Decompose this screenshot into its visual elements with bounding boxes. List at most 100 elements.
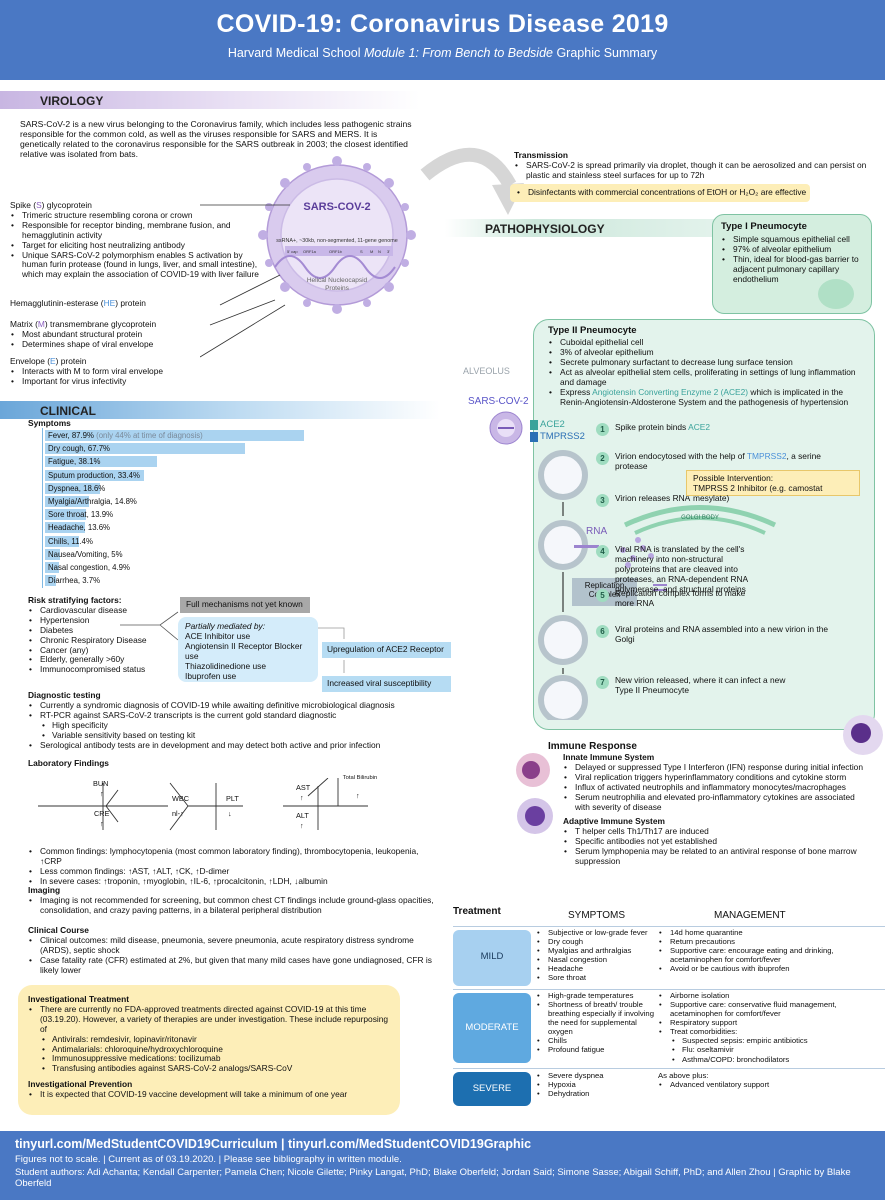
genome-part: 5' cap — [287, 249, 298, 254]
list-item: Treat comorbidities: — [658, 1027, 883, 1036]
possible-intervention-box: Possible Intervention: TMPRSS 2 Inhibito… — [686, 470, 860, 503]
list-item: Respiratory support — [658, 1018, 883, 1027]
list-item: Flu: oseltamivir — [658, 1045, 883, 1054]
partial-title: Partially mediated by: — [185, 621, 266, 631]
severe-symptoms: Severe dyspnea Hypoxia Dehydration — [536, 1071, 654, 1098]
treatment-heading: Treatment — [453, 906, 501, 917]
list-item: Target for eliciting host neutralizing a… — [10, 240, 260, 251]
list-item: Chronic Respiratory Disease — [28, 635, 178, 646]
step-number: 2 — [596, 452, 609, 465]
genome-part: ORF1b — [329, 249, 343, 254]
symptom-bar — [45, 496, 89, 507]
partial-item: Angiotensin II Receptor Blocker use — [185, 640, 303, 661]
step-number: 1 — [596, 423, 609, 436]
symptom-bar-row: Diarrhea, 3.7% — [45, 575, 375, 587]
list-item: Case fatality rate (CFR) estimated at 2%… — [28, 955, 438, 976]
symptom-label-text: Fatigue, 38.1% — [48, 457, 101, 467]
symptom-label: Nausea/Vomiting, 5% — [48, 550, 123, 559]
list-item: In severe cases: ↑troponin, ↑myoglobin, … — [28, 876, 438, 887]
list-item: Less common findings: ↑AST, ↑ALT, ↑CK, ↑… — [28, 866, 438, 877]
symptom-bar — [45, 430, 305, 441]
list-item: Immunocompromised status — [28, 664, 178, 675]
rna-label: RNA — [586, 526, 608, 537]
lab-bun: BUN — [93, 779, 109, 788]
disinfectant-text: Disinfectants with commercial concentrat… — [516, 187, 810, 198]
matrix-title: Matrix (M) transmembrane glycoprotein — [10, 319, 157, 329]
list-item: Antimalarials: chloroquine/hydroxychloro… — [28, 1044, 390, 1055]
list-item: 97% of alveolar epithelium — [721, 244, 863, 255]
immune-cells-right — [843, 715, 883, 755]
list-item: Immunosuppressive medications: tocilizum… — [28, 1054, 390, 1065]
virus-label: SARS-COV-2 — [303, 201, 370, 213]
virus-label-patho: SARS-COV-2 — [468, 396, 529, 407]
symptom-label: Headache, 13.6% — [48, 523, 110, 532]
list-item: Cardiovascular disease — [28, 605, 178, 616]
symptom-label-text: Dry cough, 67.7% — [48, 444, 110, 454]
susceptibility-box: Increased viral susceptibility — [322, 676, 451, 692]
risk-title: Risk stratifying factors: — [28, 595, 122, 605]
list-item: Serum neutrophilia and elevated pro-infl… — [563, 792, 871, 813]
immune-cells-left — [516, 753, 553, 834]
symptom-bar — [45, 575, 56, 587]
list-item: Hypoxia — [536, 1080, 654, 1089]
type1-nucleus — [818, 279, 854, 309]
footer-authors: Student authors: Adi Achanta; Kendall Ca… — [15, 1166, 851, 1190]
severity-mild: MILD — [453, 930, 531, 986]
step-text: New virion released, where it can infect… — [615, 675, 786, 695]
page-header: COVID-19: Coronavirus Disease 2019 Harva… — [0, 0, 885, 80]
possible-title: Possible Intervention: — [693, 473, 774, 483]
symptom-label: Sputum production, 33.4% — [48, 471, 140, 480]
divider — [453, 926, 885, 927]
genome-part: N — [378, 249, 381, 254]
severity-severe: SEVERE — [453, 1072, 531, 1106]
lab-alt-arrow: ↑ — [300, 821, 304, 830]
list-item: Imaging is not recommended for screening… — [28, 895, 438, 916]
symptom-bar — [45, 522, 86, 534]
symptom-bar-row: Chills, 11.4% — [45, 535, 375, 547]
course-section: Clinical Course Clinical outcomes: mild … — [28, 925, 438, 976]
list-item: Delayed or suppressed Type I Interferon … — [563, 762, 871, 773]
list-item: Trimeric structure resembling corona or … — [10, 210, 260, 221]
transmission-title: Transmission — [514, 150, 568, 160]
adaptive-title: Adaptive Immune System — [563, 816, 665, 827]
symptom-label-text: Headache, 13.6% — [48, 523, 110, 533]
envelope-section: Envelope (E) protein Interacts with M to… — [10, 356, 260, 387]
list-item: Elderly, generally >60y — [28, 655, 178, 666]
list-item: Currently a syndromic diagnosis of COVID… — [28, 700, 428, 711]
symptom-label-text: Nasal congestion, 4.9% — [48, 563, 130, 572]
symptom-label-text: Chills, 11.4% — [48, 536, 93, 546]
list-item: There are currently no FDA-approved trea… — [28, 1004, 390, 1035]
list-item: Serum lymphopenia may be related to an a… — [563, 846, 871, 867]
ace2-receptor-icon — [530, 420, 538, 430]
lab-findings: Common findings: lymphocytopenia (most c… — [28, 846, 438, 887]
immune-section: Innate Immune System Delayed or suppress… — [563, 752, 871, 867]
severe-management-pre: As above plus: — [658, 1071, 709, 1080]
genome-part: S — [360, 249, 363, 254]
footer-links[interactable]: tinyurl.com/MedStudentCOVID19Curriculum … — [15, 1137, 532, 1151]
list-item: 3% of alveolar epithelium — [548, 347, 868, 358]
symptom-bar — [45, 509, 86, 521]
type1-title: Type I Pneumocyte — [721, 221, 807, 232]
symptoms-axis — [42, 428, 43, 588]
patho-heading: PATHOPHYSIOLOGY — [445, 219, 745, 237]
lab-ast: AST — [296, 783, 311, 792]
partial-item: Thiazolidinedione use — [185, 660, 267, 671]
step-number: 3 — [596, 494, 609, 507]
list-item: Profound fatigue — [536, 1045, 654, 1054]
tmprss2-label: TMPRSS2 — [540, 431, 585, 442]
lab-bun-arrow: ↑ — [100, 789, 104, 798]
virus-illustration: SARS-COV-2 ssRNA+, ~30kb, non-segmented,… — [258, 156, 416, 314]
type1-box: Type I Pneumocyte Simple squamous epithe… — [712, 214, 872, 314]
lab-wbc-value: nl-↑ — [172, 809, 184, 818]
symptom-label-text: Sputum production, 33.4% — [48, 470, 140, 480]
symptom-label-text: Myalgia/Arthralgia, 14.8% — [48, 497, 137, 506]
list-item: SARS-CoV-2 is spread primarily via dropl… — [514, 160, 879, 181]
investigational-box: Investigational Treatment There are curr… — [18, 985, 400, 1115]
step-number: 6 — [596, 625, 609, 638]
step-text: Viral RNA is translated by the cell's ma… — [615, 544, 748, 594]
symptom-bar-row: Sputum production, 33.4% — [45, 469, 375, 481]
upregulation-box: Upregulation of ACE2 Receptor — [322, 642, 451, 658]
step-number: 7 — [596, 676, 609, 689]
list-item: Cancer (any) — [28, 645, 178, 656]
